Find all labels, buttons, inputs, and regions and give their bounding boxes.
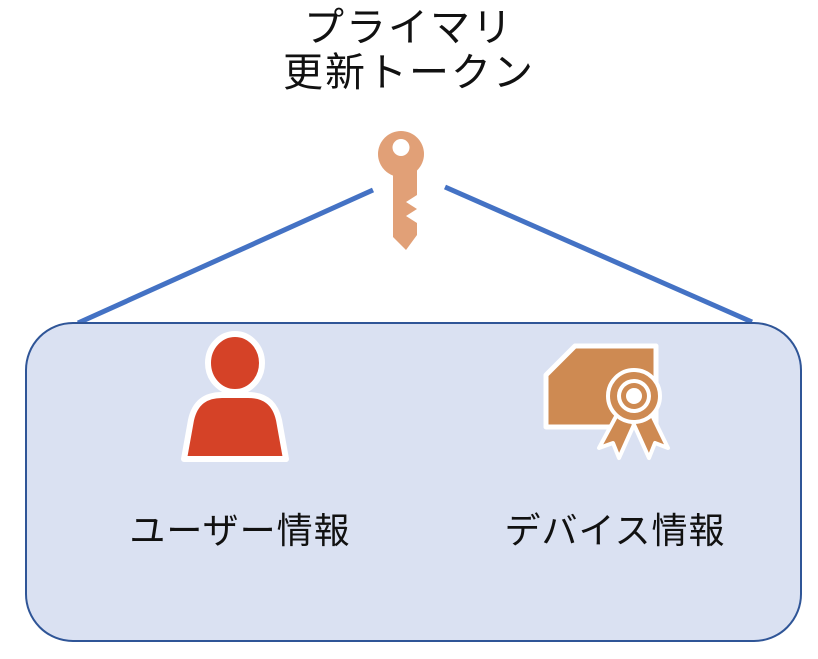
user-info-label: ユーザー情報	[129, 510, 351, 551]
person-body	[181, 392, 289, 462]
connector-line-right	[443, 184, 754, 325]
person-icon	[181, 331, 289, 462]
title-line-2: 更新トークン	[283, 51, 535, 95]
token-contents-box	[25, 322, 802, 642]
person-head	[205, 331, 265, 395]
certificate-seal-center	[626, 388, 642, 404]
device-info-label: デバイス情報	[504, 510, 726, 551]
certificate-icon	[543, 343, 670, 460]
key-hole	[392, 139, 410, 156]
key-icon	[378, 131, 424, 250]
connector-line-left	[76, 187, 375, 326]
key-shaft	[393, 169, 417, 250]
diagram-title: プライマリ 更新トークン	[0, 6, 818, 96]
title-line-1: プライマリ	[304, 6, 514, 50]
